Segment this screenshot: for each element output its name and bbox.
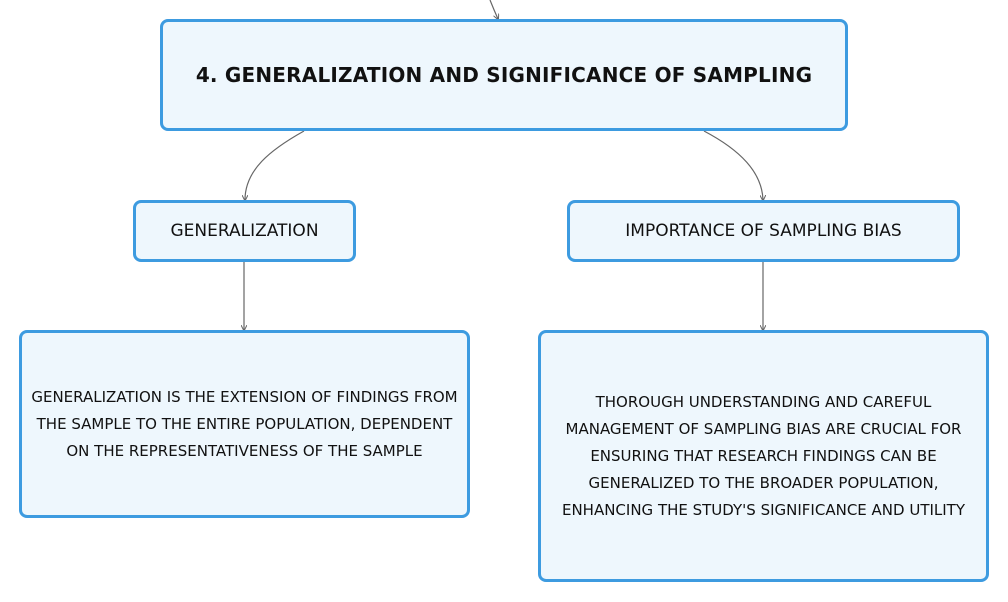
sampling-bias-detail-node[interactable]: THOROUGH UNDERSTANDING AND CAREFUL MANAG…	[538, 330, 989, 582]
subtopic-generalization-node[interactable]: GENERALIZATION	[133, 200, 356, 262]
subtopic-sampling-bias-label: IMPORTANCE OF SAMPLING BIAS	[625, 221, 902, 241]
root-topic-title: 4. GENERALIZATION AND SIGNIFICANCE OF SA…	[195, 63, 813, 87]
subtopic-generalization-label: GENERALIZATION	[170, 221, 319, 241]
sampling-bias-detail-text: THOROUGH UNDERSTANDING AND CAREFUL MANAG…	[561, 392, 966, 519]
generalization-detail-text: GENERALIZATION IS THE EXTENSION OF FINDI…	[31, 387, 458, 460]
connector-root-to-sampling-bias	[703, 130, 763, 200]
incoming-connector	[489, 0, 498, 19]
root-topic-node[interactable]: 4. GENERALIZATION AND SIGNIFICANCE OF SA…	[160, 19, 848, 131]
connector-root-to-generalization	[245, 130, 305, 200]
subtopic-sampling-bias-node[interactable]: IMPORTANCE OF SAMPLING BIAS	[567, 200, 960, 262]
generalization-detail-node[interactable]: GENERALIZATION IS THE EXTENSION OF FINDI…	[19, 330, 470, 518]
